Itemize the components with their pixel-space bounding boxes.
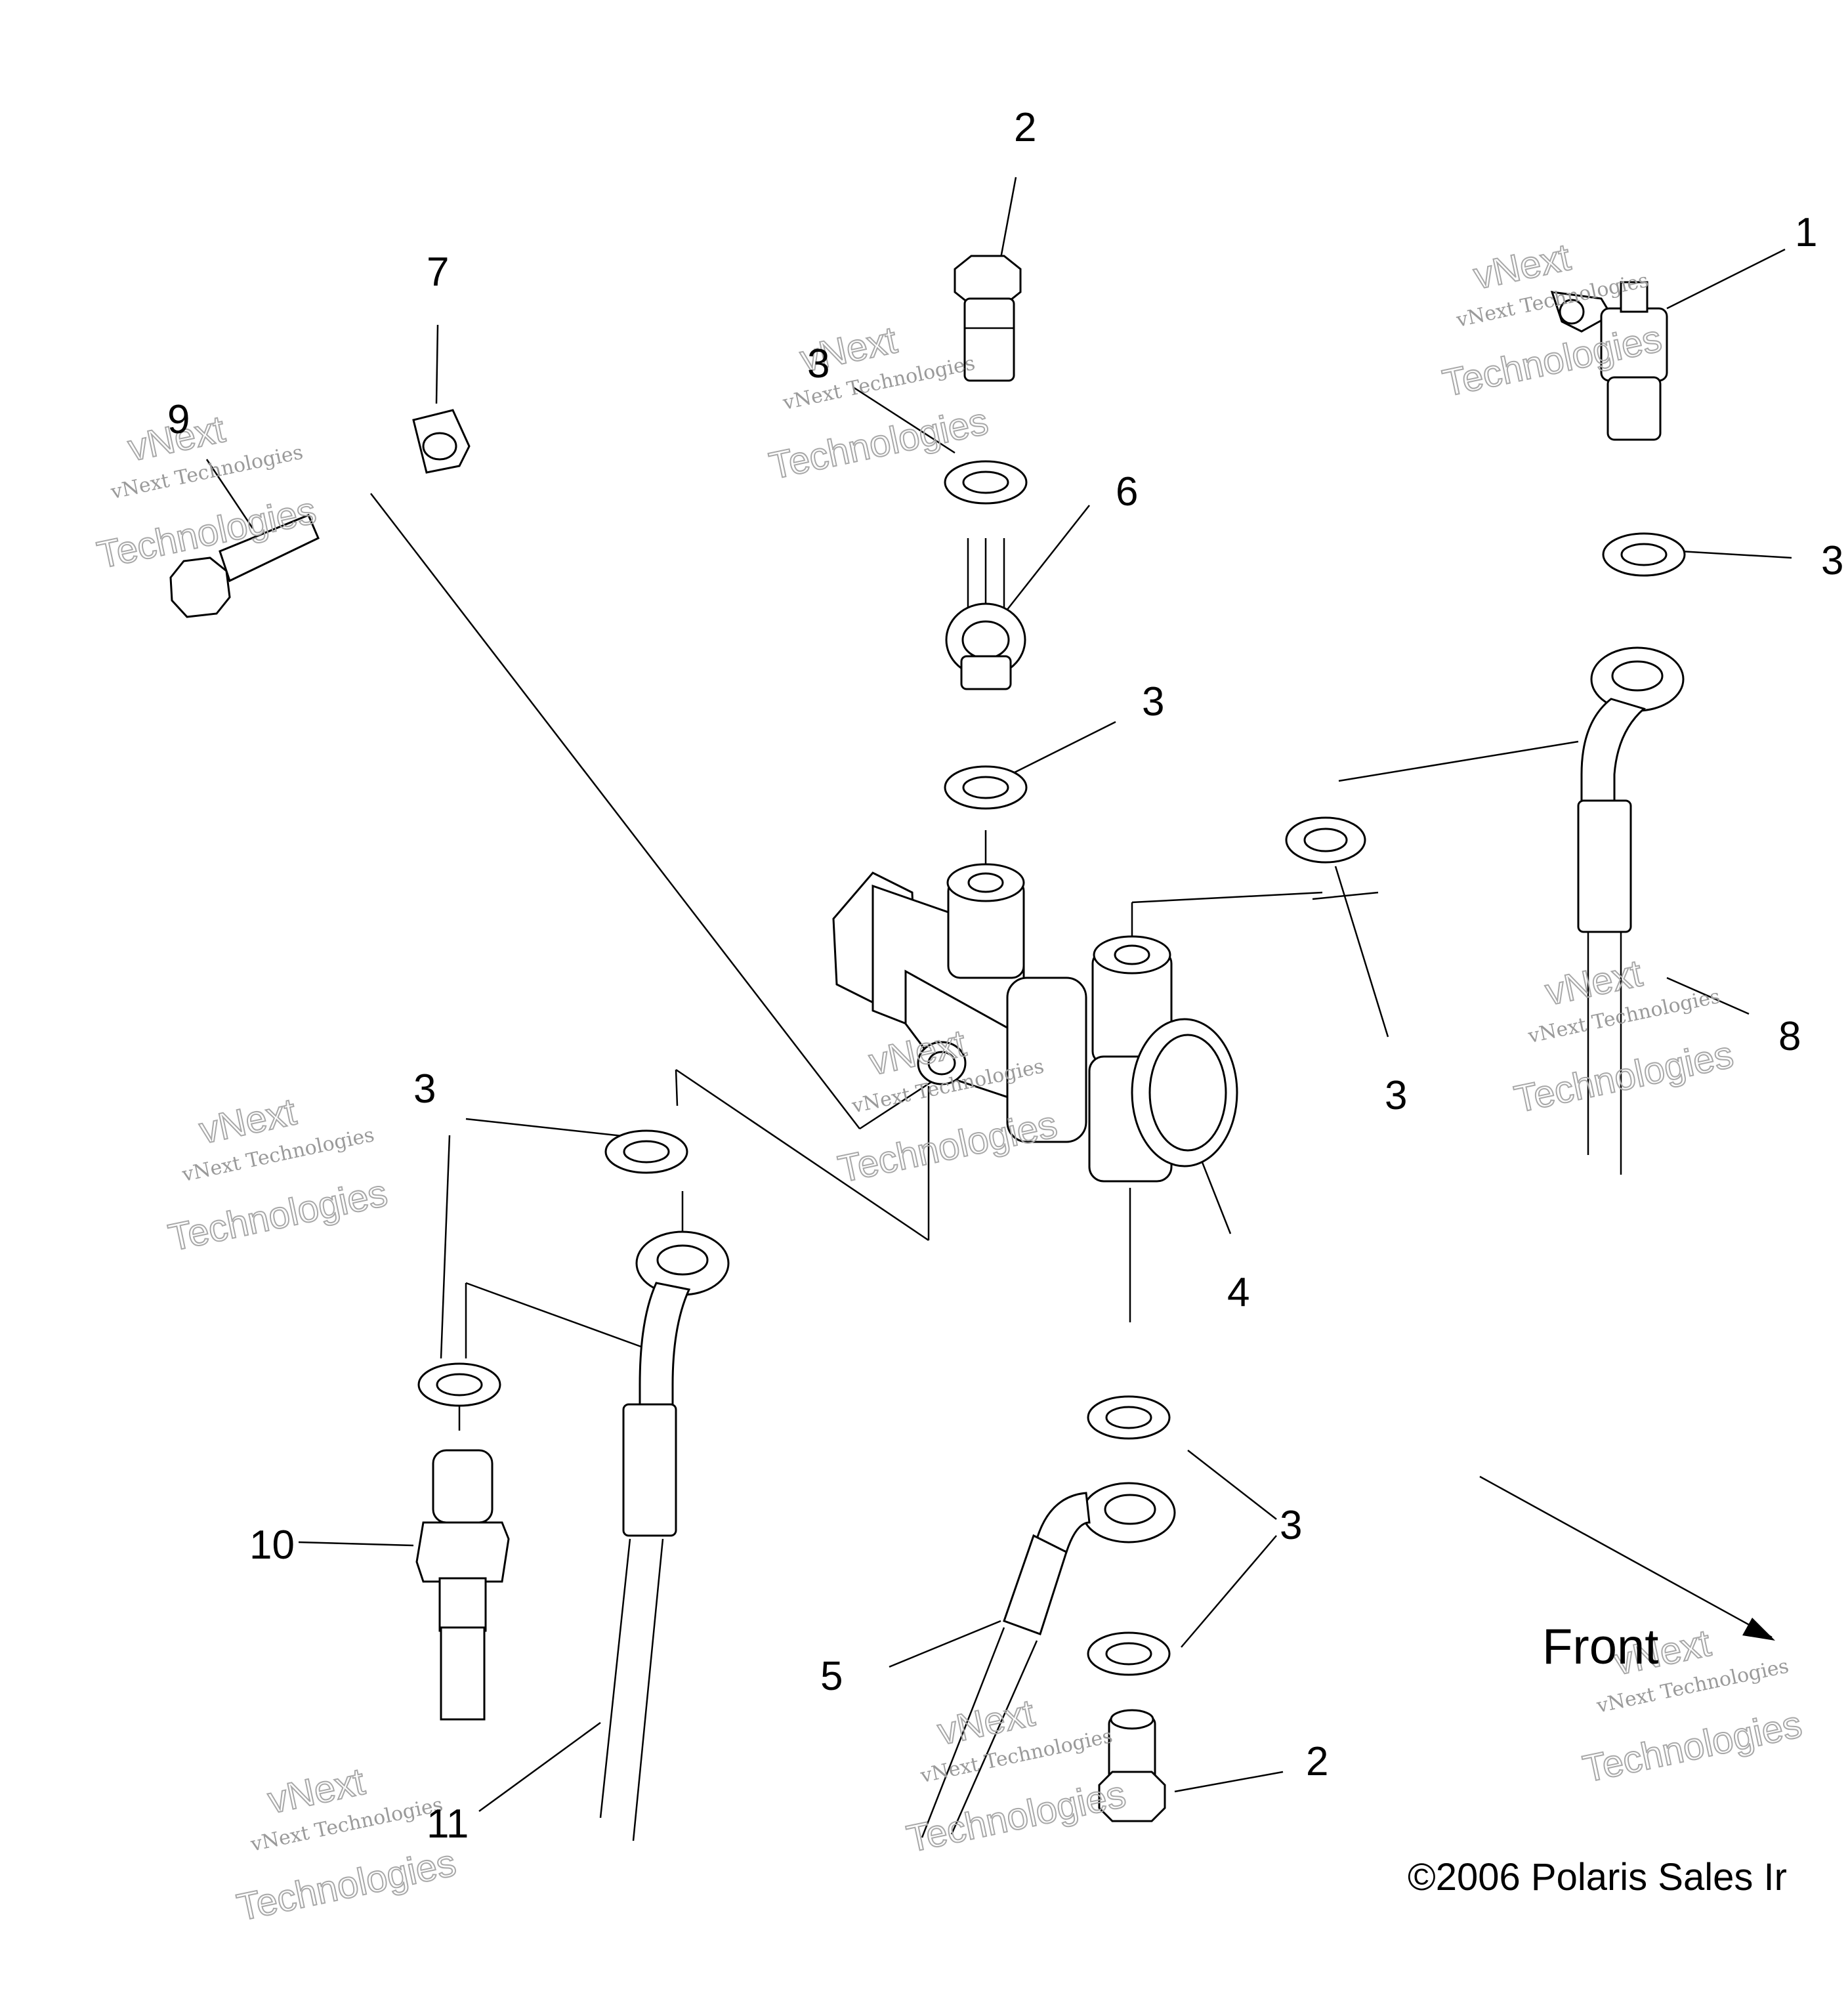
part-proportioning-valve [832, 863, 1238, 1183]
callout-2-bottom: 2 [1306, 1739, 1328, 1784]
part-banjo-bolt-top [954, 255, 1022, 382]
copyright-notice: ©2006 Polaris Sales Ir [1408, 1856, 1787, 1899]
part-brake-line-9 [599, 1230, 730, 1841]
part-washers [417, 460, 1686, 1676]
part-bushing [412, 409, 471, 474]
front-arrow-icon [1742, 1618, 1775, 1641]
part-fitting-8 [415, 1449, 510, 1721]
watermark-outline: Technologies [1580, 1703, 1806, 1791]
callout-2-top: 2 [1014, 105, 1036, 150]
callout-5: 7 [427, 249, 449, 295]
part-brake-line-4 [945, 538, 1026, 690]
watermark-outline: Technologies [234, 1841, 460, 1929]
part-brake-line-11 [921, 1482, 1176, 1838]
callout-3-b: 3 [1821, 538, 1843, 583]
watermark-outline: Technologies [835, 1103, 1061, 1191]
callout-3-a: 3 [807, 341, 830, 387]
callout-7: 9 [167, 397, 190, 442]
callout-4: 6 [1116, 469, 1138, 514]
callout-11: 5 [820, 1654, 843, 1699]
callouts: 2 1 7 3 9 6 3 3 8 3 3 4 3 10 5 2 11 [167, 105, 1843, 1847]
part-bolt [169, 514, 320, 618]
watermark-outline: Technologies [165, 1171, 391, 1259]
callout-10: 4 [1227, 1270, 1250, 1315]
part-brake-line-6 [1577, 646, 1685, 1175]
callout-9: 11 [427, 1801, 469, 1847]
callout-1: 1 [1795, 210, 1817, 255]
watermark-outline: Technologies [1511, 1033, 1737, 1121]
callout-3-f: 3 [1280, 1503, 1302, 1548]
callout-3-c: 3 [1142, 679, 1164, 724]
front-label: Front [1542, 1619, 1658, 1675]
callout-3-e: 3 [413, 1066, 436, 1112]
watermarks: vNext Technologies Technologies vNext vN… [93, 235, 1807, 1929]
callout-3-d: 3 [1385, 1073, 1407, 1118]
callout-8: 10 [249, 1522, 295, 1568]
part-banjo-bolt-bottom [1098, 1709, 1166, 1822]
front-indicator: Front [1542, 1618, 1775, 1675]
callout-6: 8 [1778, 1014, 1801, 1059]
part-brake-switch [1550, 281, 1668, 441]
watermark-outline: Technologies [903, 1773, 1129, 1860]
